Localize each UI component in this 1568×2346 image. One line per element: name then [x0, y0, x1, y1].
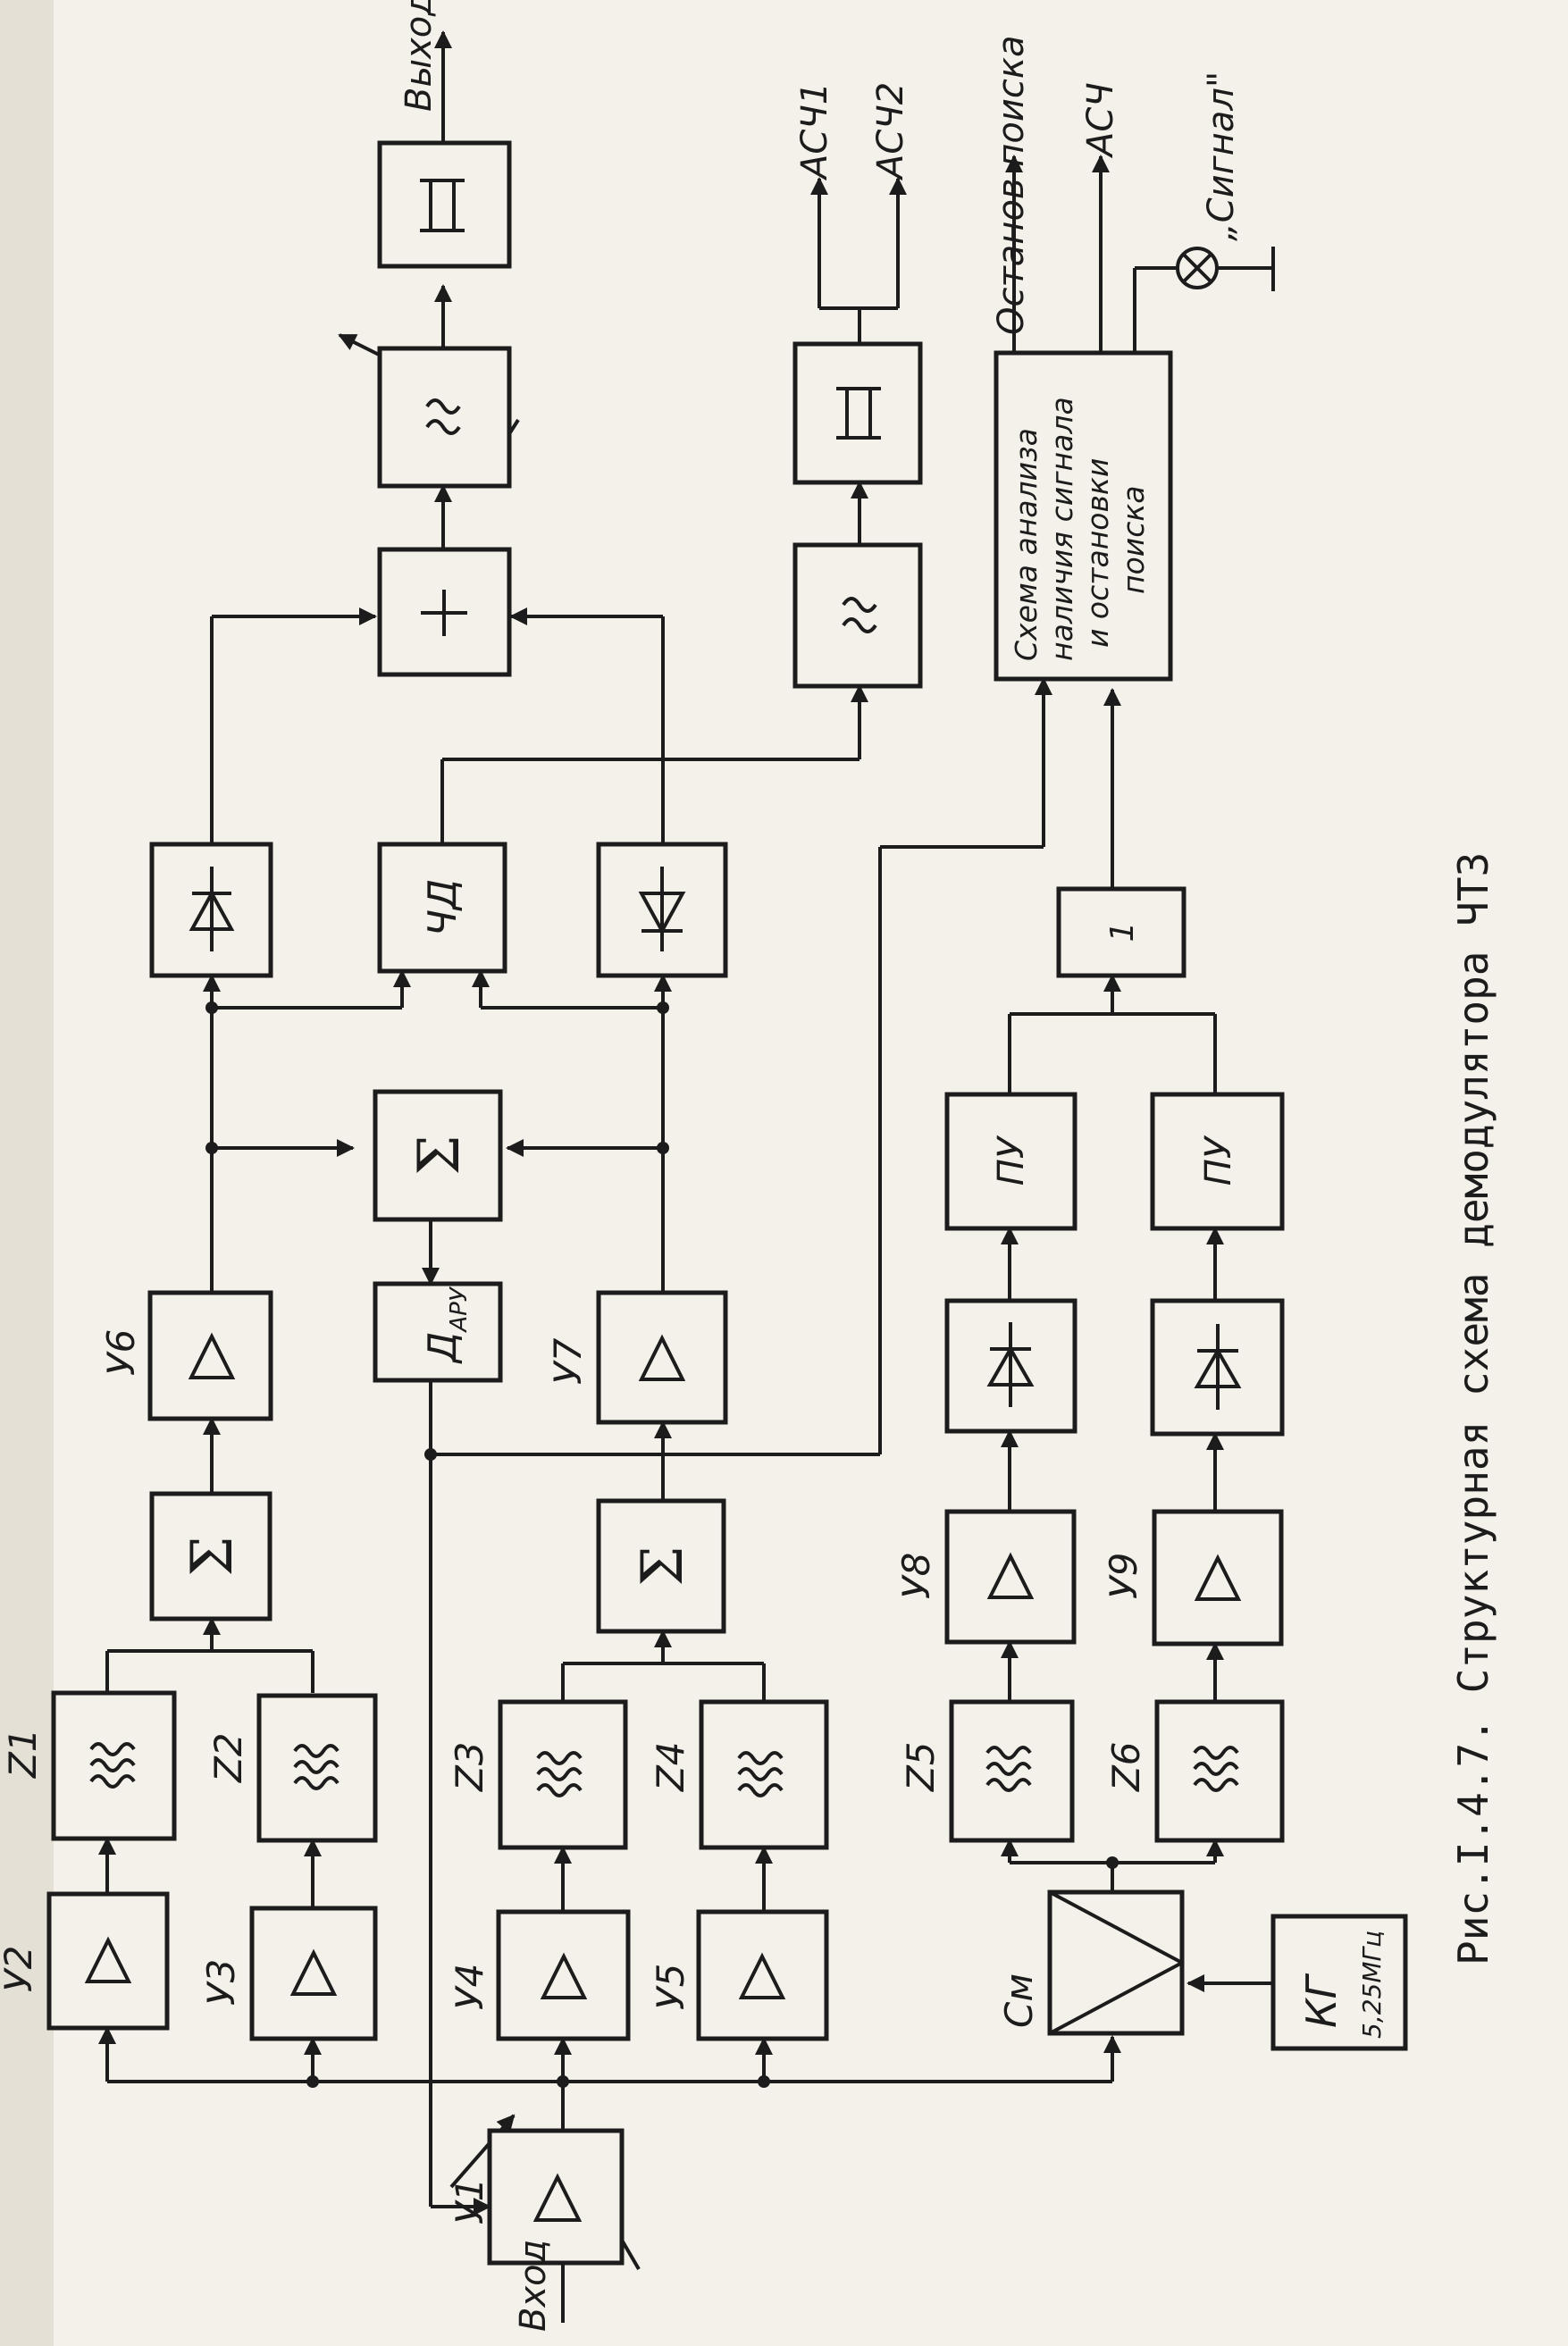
filter-z4 [699, 1699, 829, 1850]
figure-caption: Рис.I.4.7. Структурная схема демодулятор… [1449, 852, 1497, 1965]
svg-text:Z6: Z6 [1104, 1742, 1148, 1793]
svg-text:наличия сигнала: наличия сигнала [1044, 397, 1079, 661]
output-label: Выход [398, 0, 440, 112]
filter-z3 [498, 1699, 628, 1850]
agc-detector: ДАРУ [373, 1281, 503, 1383]
stop-search-label: Останов поиска [991, 36, 1032, 336]
summer-2: Σ [596, 1498, 726, 1634]
crystal-oscillator: КГ 5,25МГц [1270, 1914, 1408, 2051]
svg-text:Σ: Σ [407, 1135, 473, 1175]
shaper-output [377, 140, 512, 269]
amplifier-u6 [147, 1290, 273, 1421]
analysis-block: Схема анализа наличия сигнала и остановк… [994, 350, 1173, 682]
threshold-device-1: ПУ [944, 1092, 1077, 1231]
signal-lamp-icon [1176, 247, 1219, 289]
svg-text:У1: У1 [448, 2178, 491, 2225]
svg-text:КГ: КГ [1297, 1973, 1346, 2028]
svg-text:У2: У2 [0, 1946, 40, 1992]
junction-dots [205, 1001, 1119, 2088]
lowpass-filter-output [377, 346, 512, 489]
svg-text:ЧД: ЧД [420, 879, 465, 937]
filter-z1 [51, 1690, 177, 1841]
svg-text:Σ: Σ [630, 1546, 696, 1586]
labels: Вход Выход АСЧ1 АСЧ2 Останов поиска АСЧ … [0, 0, 1497, 2332]
svg-text:У4: У4 [448, 1964, 491, 2010]
filter-z6 [1154, 1699, 1285, 1843]
svg-text:Схема анализа: Схема анализа [1009, 428, 1044, 661]
amplifier-u5 [696, 1909, 829, 2041]
rectifier-search-2 [1150, 1298, 1285, 1437]
filter-z5 [949, 1699, 1075, 1843]
amplifier-u7 [596, 1290, 728, 1425]
summer-agc: Σ [373, 1089, 503, 1222]
mixer [1047, 1889, 1185, 2036]
svg-text:Z2: Z2 [206, 1733, 250, 1784]
rectifier-search-1 [944, 1298, 1077, 1434]
asch-label: АСЧ [1080, 82, 1121, 159]
svg-text:У3: У3 [199, 1959, 243, 2006]
svg-text:поиска: поиска [1116, 485, 1151, 594]
svg-text:ПУ: ПУ [1198, 1135, 1239, 1186]
rectifier-upper [149, 842, 273, 978]
summer-1: Σ [149, 1491, 273, 1621]
or-gate: 1 [1056, 886, 1186, 978]
asch2-label: АСЧ2 [870, 82, 911, 181]
amplifier-u8 [944, 1509, 1077, 1645]
amplifier-u2 [46, 1891, 170, 2031]
svg-text:5,25МГц: 5,25МГц [1357, 1931, 1387, 2039]
svg-text:Z1: Z1 [1, 1729, 45, 1780]
svg-text:У7: У7 [546, 1337, 590, 1385]
shaper-asch [792, 341, 923, 485]
svg-text:См: См [997, 1973, 1041, 2028]
svg-text:1: 1 [1104, 922, 1141, 943]
asch1-label: АСЧ1 [794, 82, 835, 181]
svg-text:У9: У9 [1102, 1553, 1145, 1599]
amplifier-u9 [1152, 1509, 1284, 1646]
svg-text:и остановки: и остановки [1080, 458, 1115, 648]
svg-text:Z5: Z5 [899, 1742, 943, 1793]
page-left-edge [0, 0, 54, 2346]
connections [98, 30, 1275, 2323]
svg-text:У6: У6 [99, 1329, 143, 1376]
filter-z2 [256, 1693, 378, 1843]
svg-text:ПУ: ПУ [991, 1135, 1032, 1186]
signal-label: „Сигнал" [1201, 71, 1242, 241]
rectifier-lower [596, 842, 728, 978]
amplifier-u3 [249, 1906, 378, 2041]
svg-text:Σ: Σ [180, 1536, 246, 1576]
svg-text:У8: У8 [894, 1553, 938, 1599]
amplifier-u1 [487, 2128, 625, 2266]
lowpass-filter-asch [792, 542, 923, 689]
svg-text:У5: У5 [649, 1964, 692, 2010]
threshold-device-2: ПУ [1150, 1092, 1285, 1231]
frequency-detector: ЧД [377, 842, 507, 974]
svg-text:Z3: Z3 [448, 1742, 491, 1793]
input-label: Вход [513, 2240, 554, 2332]
svg-text:ДАРУ: ДАРУ [420, 1286, 473, 1364]
adder [377, 547, 512, 677]
svg-text:Z4: Z4 [649, 1742, 692, 1793]
amplifier-u4 [496, 1909, 631, 2041]
